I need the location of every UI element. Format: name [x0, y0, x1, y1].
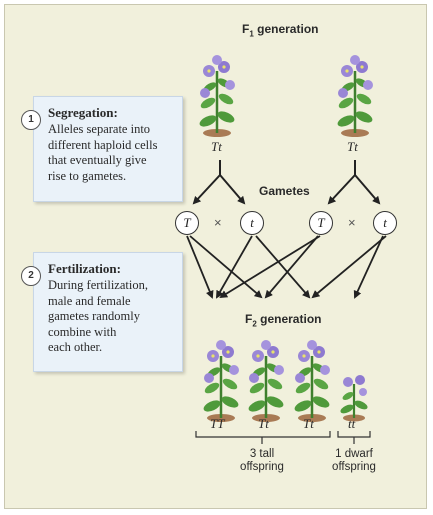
f2-plant-1	[200, 338, 242, 424]
f2-genotype-1: TT	[210, 416, 225, 431]
cross-symbol-left: ×	[214, 215, 222, 230]
f2-plant-2	[245, 338, 287, 424]
fertilization-box	[33, 252, 183, 372]
f1-plant-left	[196, 53, 238, 139]
gamete-t-left: t	[240, 211, 264, 235]
offspring-brackets	[195, 431, 371, 444]
gametes-label: Gametes	[259, 184, 310, 198]
f1-left-genotype: Tt	[211, 139, 222, 154]
step-number-1: 1	[21, 110, 41, 130]
f1-right-genotype: Tt	[347, 139, 358, 154]
gamete-t-right: t	[373, 211, 397, 235]
segregation-box	[33, 96, 183, 202]
f2-genotype-2: Tt	[258, 416, 269, 431]
gamete-T-right: T	[309, 211, 333, 235]
f2-plant-dwarf	[338, 373, 370, 423]
f2-genotype-3: Tt	[303, 416, 314, 431]
fertilization-arrows	[186, 235, 387, 299]
gamete-T-left: T	[175, 211, 199, 235]
segregation-title: Segregation:	[48, 105, 118, 120]
f2-generation-title: F2 generation	[245, 312, 322, 329]
f1-generation-title: F1 generation	[242, 22, 319, 39]
f2-genotype-4: tt	[348, 416, 356, 431]
f1-plant-right	[334, 53, 376, 139]
segregation-text: Alleles separate into different haploid …	[48, 122, 158, 183]
cross-symbol-right: ×	[348, 215, 356, 230]
f2-plant-3	[291, 338, 333, 424]
step-number-2: 2	[21, 266, 41, 286]
fertilization-text: During fertilization, male and female ga…	[48, 278, 148, 354]
fertilization-title: Fertilization:	[48, 261, 121, 276]
segregation-arrows	[192, 160, 381, 205]
